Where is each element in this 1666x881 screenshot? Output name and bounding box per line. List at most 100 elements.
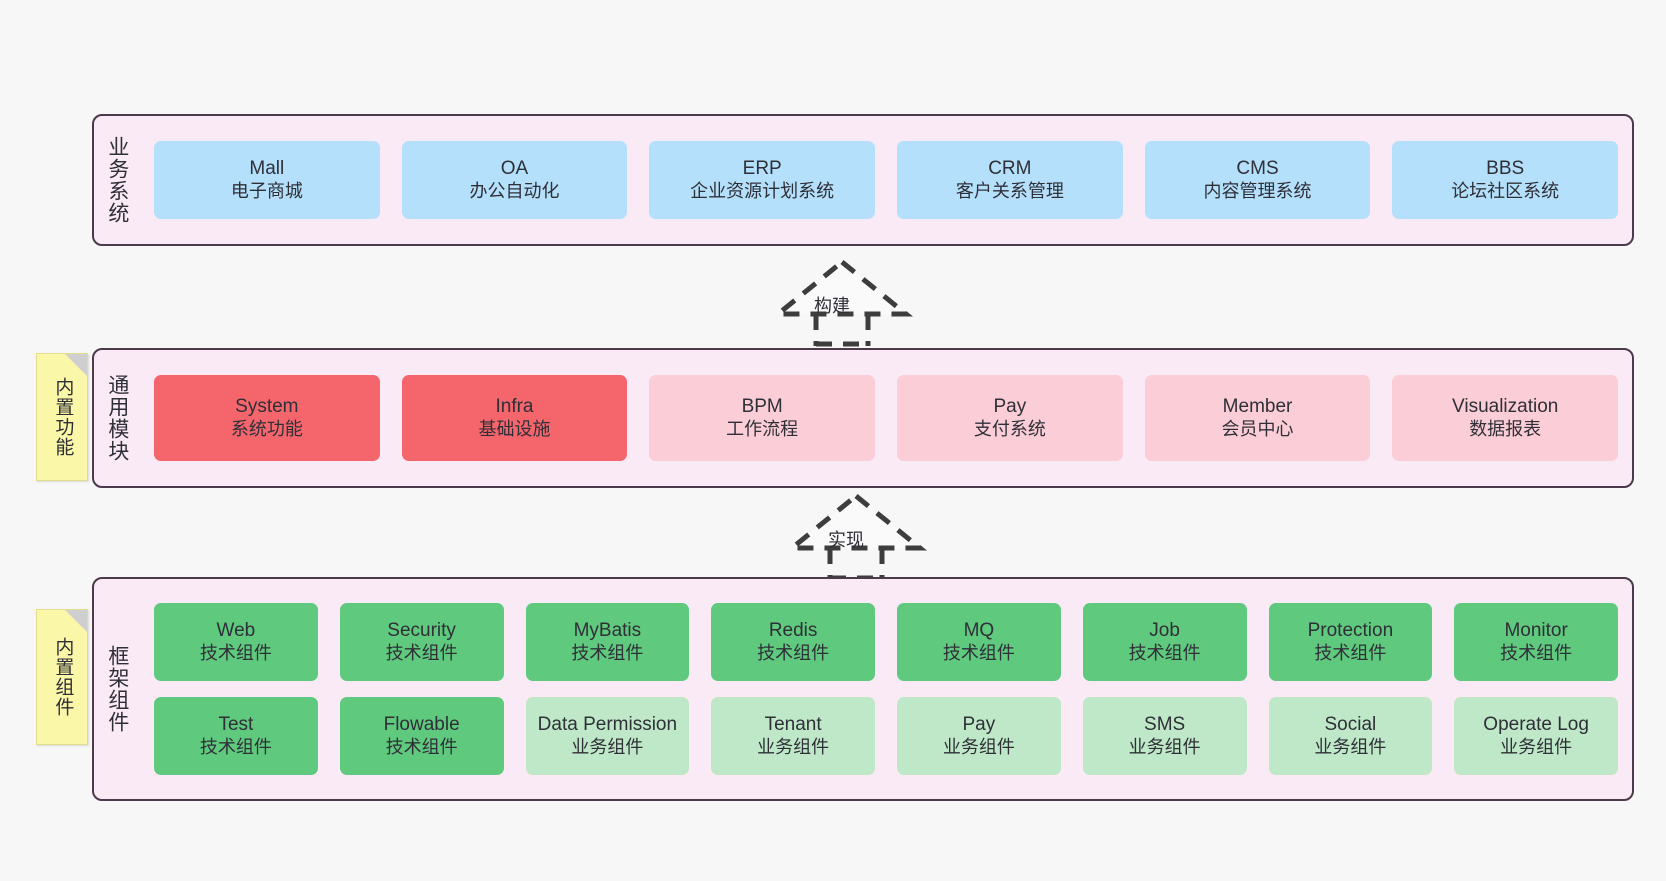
module-card-pay[interactable]: Pay 支付系统 [897,375,1123,461]
module-name-en: Protection [1307,619,1394,641]
module-name-cn: 办公自动化 [469,180,560,201]
module-card-crm[interactable]: CRM 客户关系管理 [897,141,1123,219]
layer-body-common-module: System 系统功能 Infra 基础设施 BPM 工作流程 Pay 支付系统… [140,350,1632,486]
module-card-operate-log[interactable]: Operate Log 业务组件 [1454,697,1618,775]
module-name-en: BBS [1486,157,1525,179]
module-name-en: Redis [768,619,818,641]
module-name-cn: 电子商城 [230,180,303,201]
sticky-note-builtin-feature: 内置功能 [36,353,88,481]
layer-title-business-system: 业务系统 [105,136,129,224]
module-name-en: Visualization [1452,395,1559,417]
uml-arrow-label-implement: 实现 [828,530,864,550]
module-name-cn: 支付系统 [973,418,1046,439]
layer-business-system: 业务系统 Mall 电子商城 OA 办公自动化 ERP 企业资源计划系统 CRM… [92,114,1634,246]
module-card-security[interactable]: Security 技术组件 [339,603,504,681]
layer-title-common-module: 通用模块 [105,374,129,462]
module-name-en: ERP [742,157,782,179]
module-name-cn: 系统功能 [230,418,303,439]
module-name-en: Security [387,619,456,641]
module-name-cn: 客户关系管理 [955,180,1064,201]
module-name-en: Operate Log [1483,713,1589,735]
uml-arrow-label-build: 构建 [814,296,850,316]
module-name-cn: 业务组件 [1500,736,1573,757]
uml-generalization-icon [784,492,928,581]
module-card-redis[interactable]: Redis 技术组件 [711,603,875,681]
module-name-cn: 业务组件 [571,736,644,757]
module-card-system[interactable]: System 系统功能 [154,375,380,461]
module-name-en: Social [1324,713,1377,735]
module-card-visualization[interactable]: Visualization 数据报表 [1392,375,1619,461]
module-name-en: Test [218,713,254,735]
module-name-en: Data Permission [537,713,678,735]
module-name-en: CMS [1236,157,1279,179]
module-name-cn: 技术组件 [942,642,1015,663]
module-name-cn: 会员中心 [1221,418,1294,439]
module-name-cn: 技术组件 [385,736,458,757]
uml-arrow-implement: 实现 [766,492,946,581]
module-name-en: Member [1222,395,1293,417]
module-name-en: Infra [495,395,534,417]
module-card-member[interactable]: Member 会员中心 [1144,375,1371,461]
module-name-cn: 技术组件 [571,642,644,663]
module-name-en: SMS [1144,713,1186,735]
layer-common-module: 通用模块 System 系统功能 Infra 基础设施 BPM 工作流程 Pay… [92,348,1634,488]
module-card-data-permission[interactable]: Data Permission 业务组件 [525,697,690,775]
module-name-cn: 技术组件 [199,642,272,663]
sticky-note-builtin-component: 内置组件 [36,609,88,745]
module-name-en: Mall [249,157,285,179]
layer-framework-component: 框架组件 Web 技术组件 Security 技术组件 MyBatis 技术组件… [92,577,1634,801]
module-name-cn: 业务组件 [1128,736,1201,757]
module-name-cn: 论坛社区系统 [1451,180,1560,201]
page-fold-icon [65,354,87,376]
module-card-tenant[interactable]: Tenant 业务组件 [711,697,875,775]
module-name-en: MyBatis [573,619,642,641]
module-card-test[interactable]: Test 技术组件 [154,697,318,775]
module-card-oa[interactable]: OA 办公自动化 [401,141,628,219]
module-name-cn: 技术组件 [1128,642,1201,663]
module-name-cn: 业务组件 [942,736,1015,757]
module-card-sms[interactable]: SMS 业务组件 [1082,697,1247,775]
layer-body-framework-component: Web 技术组件 Security 技术组件 MyBatis 技术组件 Redi… [140,579,1632,799]
module-row: System 系统功能 Infra 基础设施 BPM 工作流程 Pay 支付系统… [154,375,1619,461]
module-name-en: Job [1149,619,1180,641]
module-name-en: Monitor [1504,619,1568,641]
module-card-infra[interactable]: Infra 基础设施 [401,375,628,461]
module-name-en: BPM [741,395,783,417]
module-name-cn: 技术组件 [757,642,830,663]
module-name-cn: 工作流程 [726,418,799,439]
module-row: Mall 电子商城 OA 办公自动化 ERP 企业资源计划系统 CRM 客户关系… [154,141,1619,219]
module-name-en: MQ [963,619,995,641]
module-name-cn: 业务组件 [1314,736,1387,757]
module-card-flowable[interactable]: Flowable 技术组件 [339,697,504,775]
page-fold-icon [65,610,87,632]
module-row: Test 技术组件 Flowable 技术组件 Data Permission … [154,697,1618,775]
module-name-en: CRM [988,157,1032,179]
module-name-cn: 技术组件 [199,736,272,757]
module-card-bpm[interactable]: BPM 工作流程 [649,375,876,461]
module-card-bbs[interactable]: BBS 论坛社区系统 [1392,141,1619,219]
module-name-cn: 内容管理系统 [1203,180,1312,201]
module-name-en: OA [500,157,529,179]
module-card-monitor[interactable]: Monitor 技术组件 [1454,603,1618,681]
module-card-cms[interactable]: CMS 内容管理系统 [1144,141,1371,219]
module-name-en: Pay [962,713,996,735]
module-name-en: Tenant [764,713,822,735]
module-card-mall[interactable]: Mall 电子商城 [154,141,380,219]
sticky-note-label: 内置功能 [52,377,74,457]
module-card-pay-business[interactable]: Pay 业务组件 [897,697,1061,775]
module-card-job[interactable]: Job 技术组件 [1082,603,1247,681]
module-name-cn: 业务组件 [757,736,830,757]
module-card-social[interactable]: Social 业务组件 [1268,697,1433,775]
uml-generalization-icon [770,258,914,347]
module-card-mybatis[interactable]: MyBatis 技术组件 [525,603,690,681]
module-card-web[interactable]: Web 技术组件 [154,603,318,681]
layer-body-business-system: Mall 电子商城 OA 办公自动化 ERP 企业资源计划系统 CRM 客户关系… [140,116,1632,244]
module-card-protection[interactable]: Protection 技术组件 [1268,603,1433,681]
module-card-erp[interactable]: ERP 企业资源计划系统 [649,141,876,219]
module-name-cn: 企业资源计划系统 [690,180,835,201]
module-card-mq[interactable]: MQ 技术组件 [897,603,1061,681]
layer-title-framework-component: 框架组件 [105,645,129,733]
module-name-cn: 基础设施 [478,418,551,439]
sticky-note-label: 内置组件 [52,637,74,717]
